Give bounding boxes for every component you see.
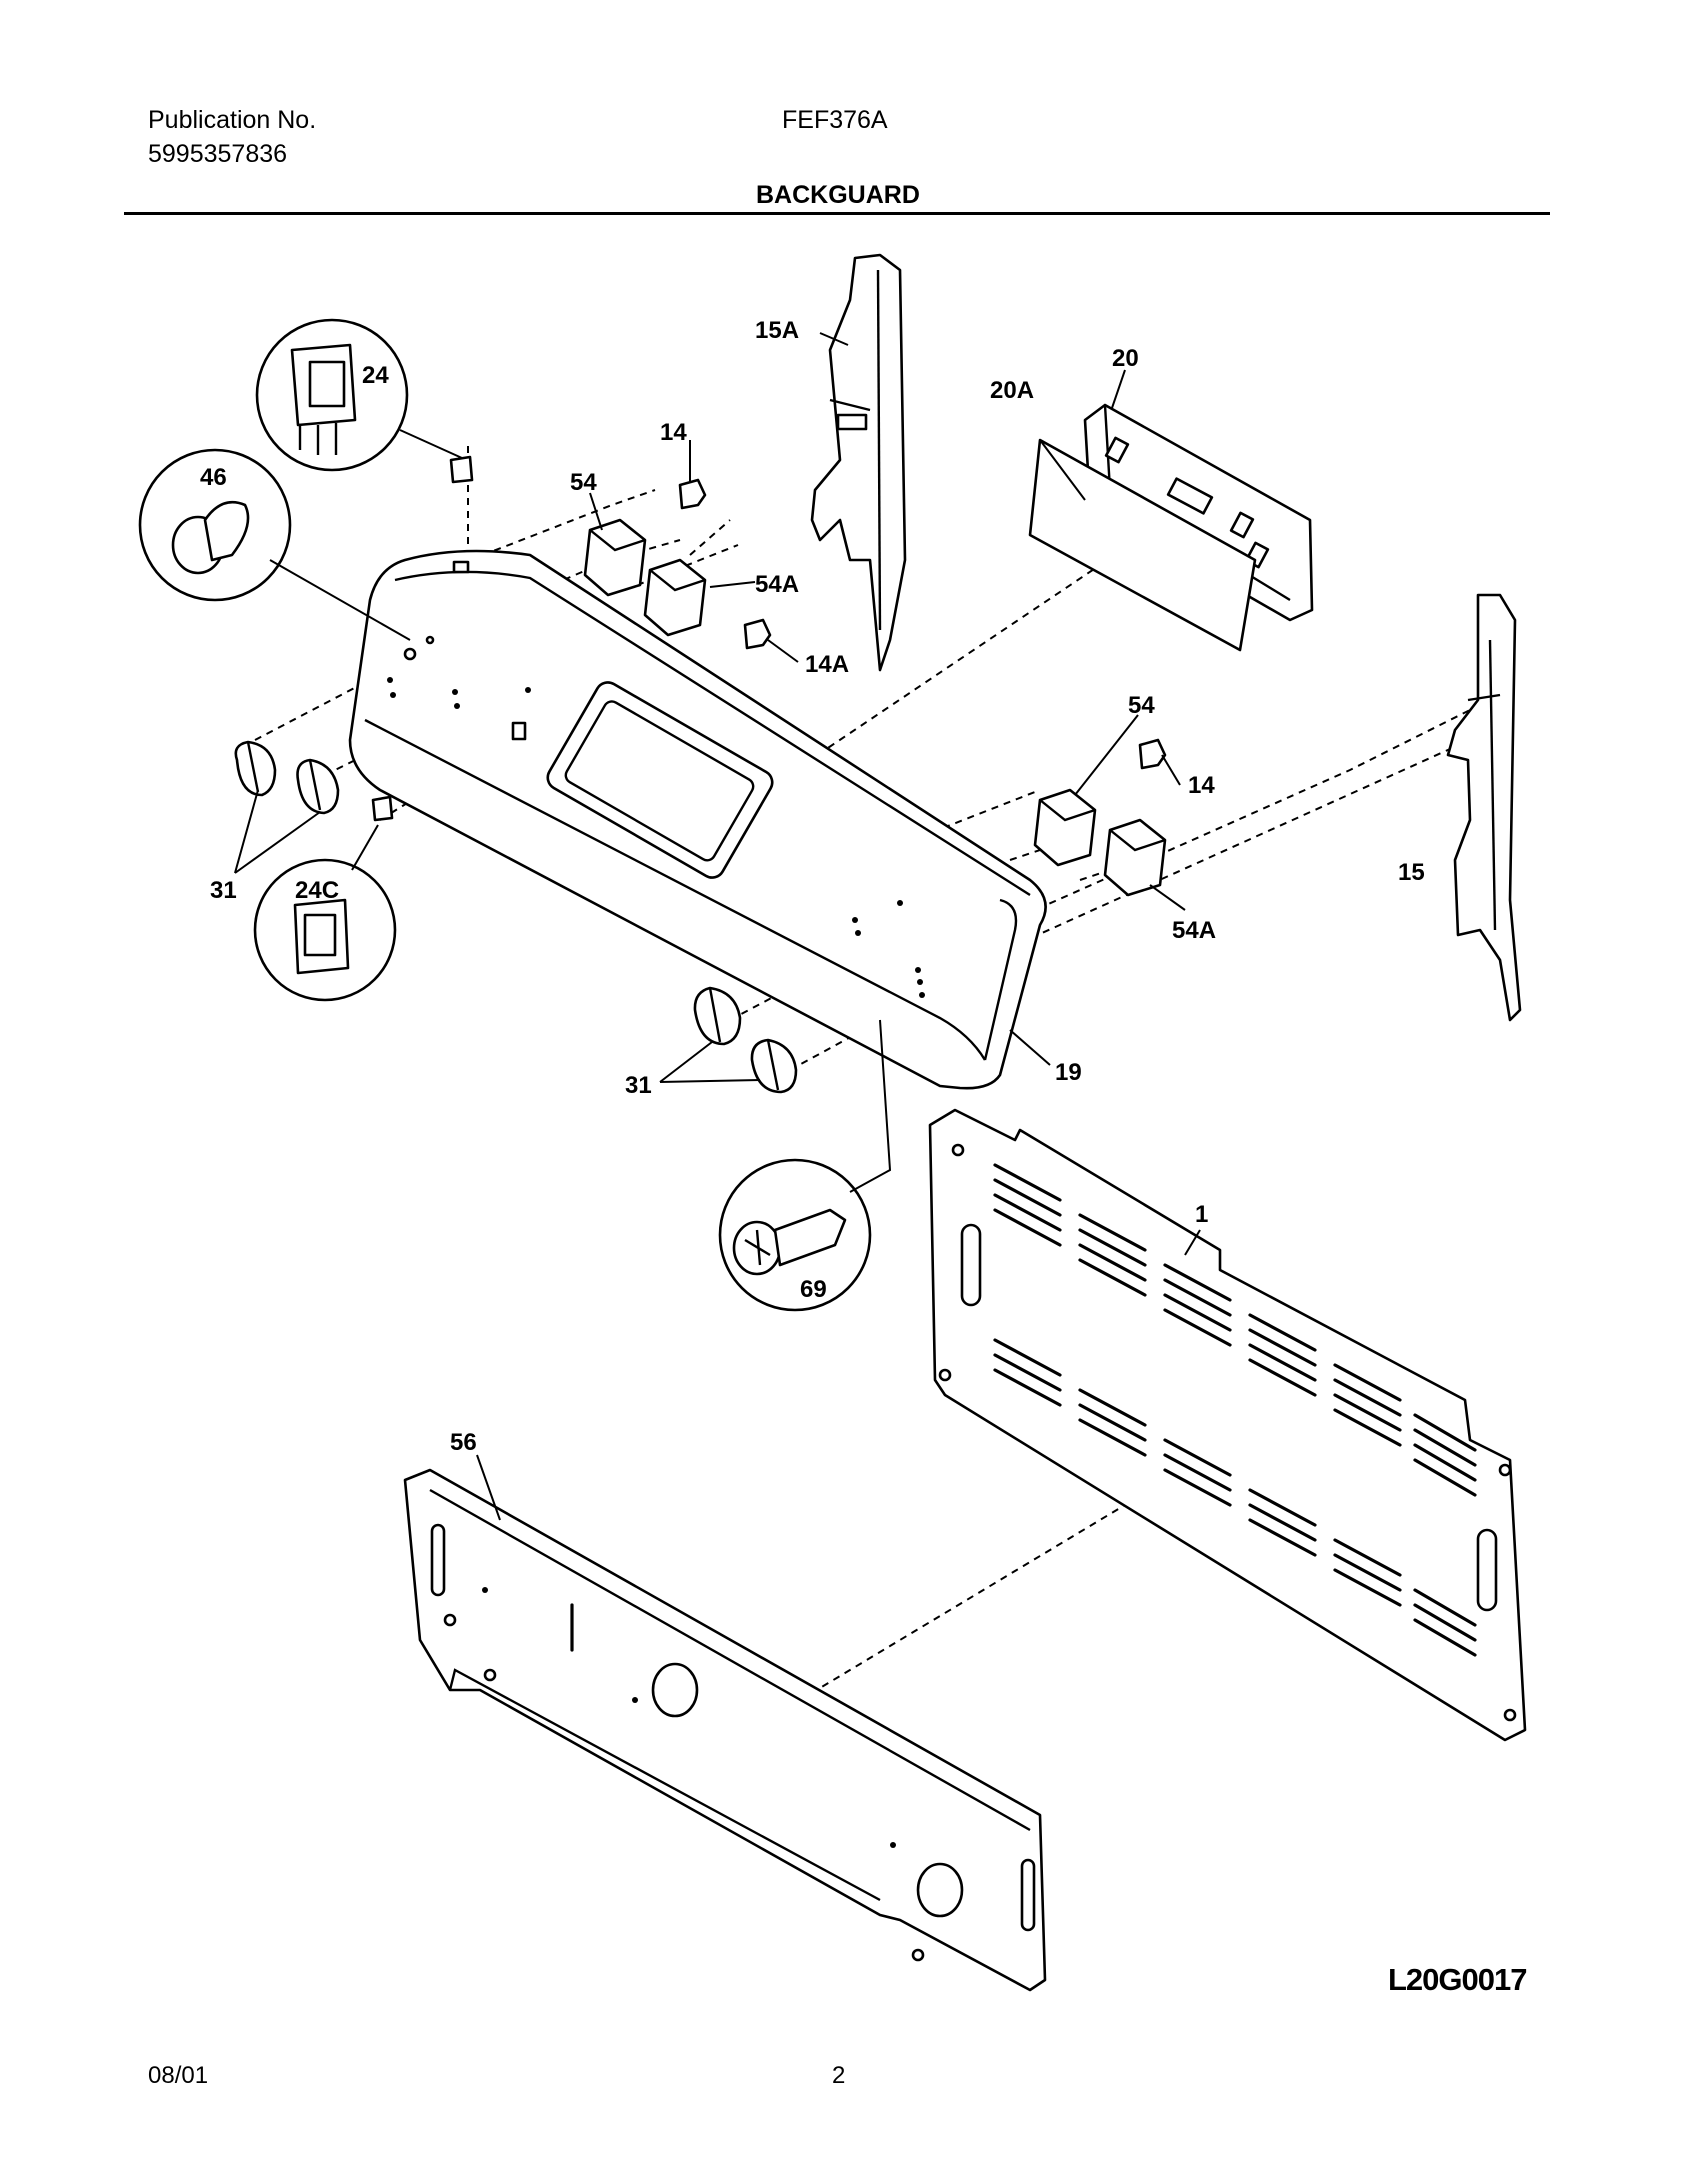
publication-number: 5995357836 bbox=[148, 140, 288, 168]
detail-circle-24C bbox=[253, 824, 397, 1002]
callout-54-top: 54 bbox=[570, 469, 597, 496]
detail-circle-46 bbox=[138, 448, 411, 641]
callout-31-bottom: 31 bbox=[625, 1072, 652, 1099]
rear-panel bbox=[928, 1108, 1527, 1742]
control-knobs bbox=[234, 740, 798, 1094]
backguard-console bbox=[348, 549, 1047, 1090]
callout-46: 46 bbox=[200, 464, 227, 491]
side-bracket-15 bbox=[1446, 593, 1522, 1022]
section-title: BACKGUARD bbox=[756, 181, 920, 209]
overlay-20A bbox=[1028, 438, 1257, 652]
callout-31-left: 31 bbox=[210, 877, 237, 904]
publication-label: Publication No. bbox=[148, 106, 317, 134]
callout-1: 1 bbox=[1195, 1201, 1208, 1228]
callout-14-top: 14 bbox=[660, 419, 687, 446]
side-bracket-15A bbox=[810, 253, 907, 672]
model-number: FEF376A bbox=[782, 106, 888, 134]
callout-14A: 14A bbox=[805, 651, 849, 678]
lower-trim bbox=[403, 1468, 1047, 1992]
callout-15: 15 bbox=[1398, 859, 1425, 886]
callout-labels: 1 14 14 14A 15 15A 19 20 20A 24 24C 31 3… bbox=[200, 317, 1425, 1456]
callout-24C: 24C bbox=[295, 877, 339, 904]
infinite-switches bbox=[371, 455, 1167, 897]
detail-circle-24 bbox=[255, 318, 463, 472]
callout-20A: 20A bbox=[990, 377, 1034, 404]
callout-15A: 15A bbox=[755, 317, 799, 344]
footer-date: 08/01 bbox=[148, 2062, 209, 2089]
callout-54-right: 54 bbox=[1128, 692, 1155, 719]
callout-24: 24 bbox=[362, 362, 389, 389]
callout-14-right: 14 bbox=[1188, 772, 1215, 799]
diagram-code: L20G0017 bbox=[1388, 1962, 1527, 1997]
callout-56: 56 bbox=[450, 1429, 477, 1456]
leader-lines bbox=[234, 332, 1471, 1521]
callout-69: 69 bbox=[800, 1276, 827, 1303]
callout-54A-right: 54A bbox=[1172, 917, 1216, 944]
callout-54A-top: 54A bbox=[755, 571, 799, 598]
detail-circle-69 bbox=[718, 1019, 892, 1312]
callout-20: 20 bbox=[1112, 345, 1139, 372]
header-rule bbox=[124, 212, 1550, 215]
page-number: 2 bbox=[832, 2062, 846, 2089]
callout-19: 19 bbox=[1055, 1059, 1082, 1086]
